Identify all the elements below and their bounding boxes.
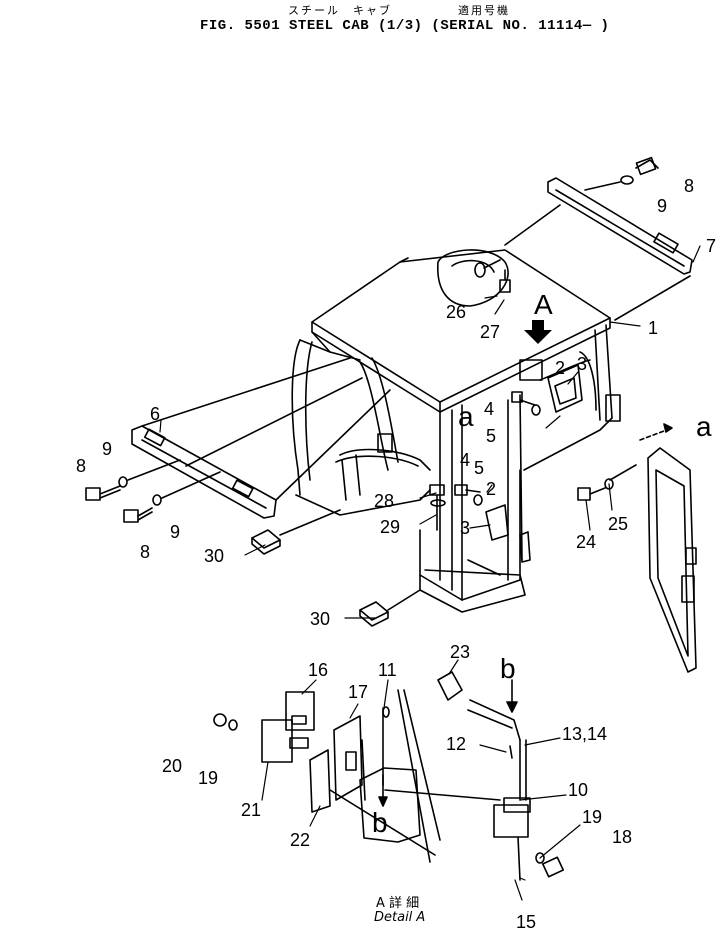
callout-25: 25: [608, 514, 628, 534]
callout-1: 1: [648, 318, 658, 338]
parts-2-5-hinge: [454, 391, 541, 506]
header-kana-serial: 適用号機: [458, 4, 510, 17]
part-6-panel: [131, 357, 391, 519]
callout-19a: 19: [582, 807, 602, 827]
leader-lines: [159, 245, 701, 901]
callout-8a: 8: [684, 176, 694, 196]
callout-2a: 2: [555, 358, 565, 378]
callout-23: 23: [450, 642, 470, 662]
callout-18: 18: [612, 827, 632, 847]
callout-30a: 30: [204, 546, 224, 566]
callout-29: 29: [380, 517, 400, 537]
caption-jp: A 詳 細: [376, 896, 420, 911]
callout-3b: 3: [460, 518, 470, 538]
callout-labels: 1 2 3 4 5 2 3 4 5 6 7 8 9 8 9 8 9 10 11 …: [76, 176, 716, 931]
ref-letter-A: A: [534, 289, 553, 320]
callout-20: 20: [162, 756, 182, 776]
callout-5a: 5: [486, 426, 496, 446]
callout-9a: 9: [657, 196, 667, 216]
callout-6: 6: [150, 404, 160, 424]
parts-26-30: [251, 259, 511, 627]
callout-3a: 3: [577, 354, 587, 374]
callout-21: 21: [241, 800, 261, 820]
callout-10: 10: [568, 780, 588, 800]
callout-4b: 4: [460, 450, 470, 470]
callout-8b: 8: [76, 456, 86, 476]
view-a-arrow: [524, 320, 552, 344]
figure-title: FIG. 5501 STEEL CAB (1/3) (SERIAL NO. 11…: [200, 18, 610, 34]
door-panel: [577, 447, 697, 673]
callout-9c: 9: [170, 522, 180, 542]
callout-19b: 19: [198, 768, 218, 788]
callout-17: 17: [348, 682, 368, 702]
bolts-and-washers: [85, 156, 659, 523]
callout-7: 7: [706, 236, 716, 256]
caption-en: Detail A: [374, 910, 426, 925]
callout-22: 22: [290, 830, 310, 850]
callout-4a: 4: [484, 399, 494, 419]
callout-16: 16: [308, 660, 328, 680]
header-kana-cab: スチール キャブ: [288, 4, 392, 17]
direction-arrows: [378, 423, 673, 807]
callout-30b: 30: [310, 609, 330, 629]
callout-9b: 9: [102, 439, 112, 459]
callout-15: 15: [516, 912, 536, 931]
cab-roof: [311, 249, 611, 413]
callout-11: 11: [378, 660, 397, 680]
callout-8c: 8: [140, 542, 150, 562]
callout-12: 12: [446, 734, 466, 754]
callout-5b: 5: [474, 458, 484, 478]
reference-letters: A a a b b: [372, 289, 712, 838]
callout-28: 28: [374, 491, 394, 511]
ref-letter-a-door: a: [696, 411, 712, 442]
ref-letter-b-lever: b: [500, 653, 516, 684]
cab-frame: [291, 324, 621, 613]
part-7-beam: [504, 177, 693, 321]
ref-letter-a-cab: a: [458, 401, 474, 432]
callout-13-14: 13,14: [562, 724, 607, 744]
callout-26: 26: [446, 302, 466, 322]
detail-a-components: [213, 671, 565, 881]
callout-2b: 2: [486, 479, 496, 499]
ref-letter-b-detail: b: [372, 807, 388, 838]
callout-27: 27: [480, 322, 500, 342]
callout-24: 24: [576, 532, 596, 552]
